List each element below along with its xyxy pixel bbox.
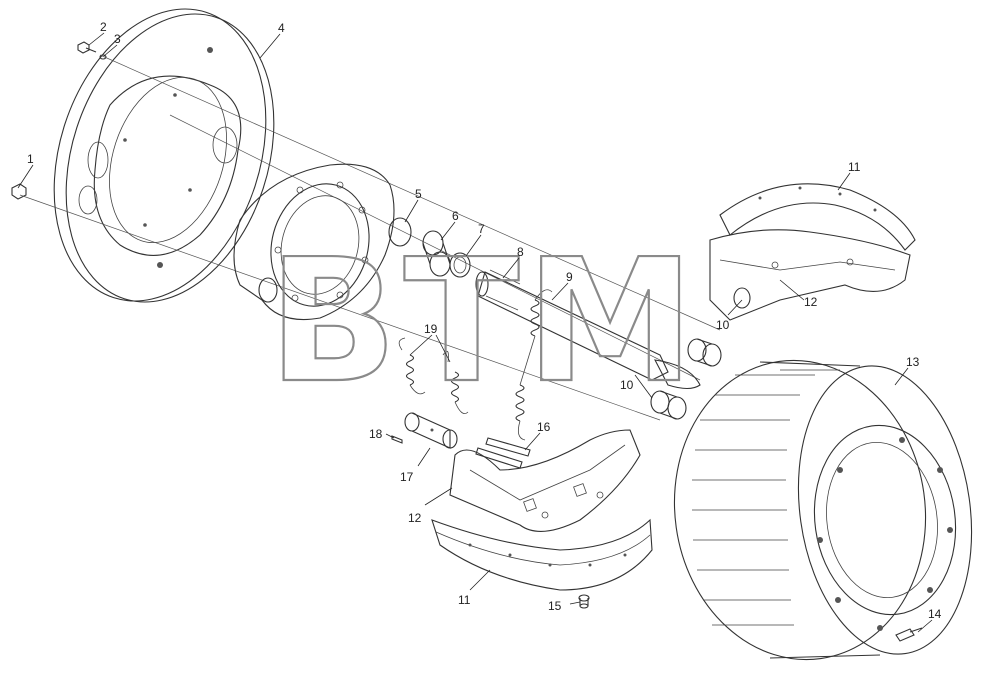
drum-cooling-fins <box>692 369 840 626</box>
callout-17: 17 <box>400 470 414 484</box>
callout-13: 13 <box>906 355 920 369</box>
brake-lining-lower <box>431 518 653 591</box>
callout-3: 3 <box>114 32 121 46</box>
return-spring-part <box>515 289 553 441</box>
callout-7: 7 <box>478 222 485 236</box>
callout-16: 16 <box>537 420 551 434</box>
callout-14: 14 <box>928 607 942 621</box>
callout-11-lower: 11 <box>458 593 471 607</box>
callout-4: 4 <box>278 21 285 35</box>
callout-12-upper: 12 <box>804 295 818 309</box>
callout-12-lower: 12 <box>408 511 422 525</box>
seal-ring-part <box>449 252 471 278</box>
watermark-text: BTM <box>268 223 701 421</box>
callout-9: 9 <box>566 270 573 284</box>
brake-drum-part <box>673 359 973 661</box>
callout-10-lower: 10 <box>620 378 634 392</box>
callout-18: 18 <box>369 427 383 441</box>
callout-6: 6 <box>452 209 459 223</box>
leader-lines <box>17 32 933 633</box>
callout-8: 8 <box>517 245 524 259</box>
callout-10-upper: 10 <box>716 318 730 332</box>
brake-shoe-web-upper <box>709 229 911 321</box>
brake-shoe-web-lower <box>449 429 641 532</box>
anchor-pin-part <box>404 412 458 449</box>
dust-shield-part <box>53 8 275 303</box>
spring-part-19 <box>398 337 469 415</box>
washer-part-3 <box>99 54 107 60</box>
retaining-pin-part <box>391 435 403 444</box>
callout-19: 19 <box>424 322 438 336</box>
callout-5: 5 <box>415 187 422 201</box>
brake-spider-part <box>233 163 412 321</box>
callout-1: 1 <box>27 152 34 166</box>
camshaft-part <box>475 269 701 390</box>
callout-11-upper: 11 <box>848 160 861 174</box>
roller-part-lower <box>650 390 687 420</box>
drum-bolt-part <box>895 627 923 642</box>
rivet-part <box>578 594 590 609</box>
shoe-pin-part <box>475 437 531 469</box>
roller-part-upper <box>687 338 722 367</box>
bolt-part-2 <box>77 41 97 54</box>
callout-2: 2 <box>100 20 107 34</box>
callout-15: 15 <box>548 599 562 613</box>
brake-lining-upper <box>719 183 916 251</box>
bolt-part-1 <box>11 183 27 200</box>
callout-labels: 1 2 3 4 5 6 7 8 9 10 10 11 11 12 12 13 1… <box>27 20 942 621</box>
